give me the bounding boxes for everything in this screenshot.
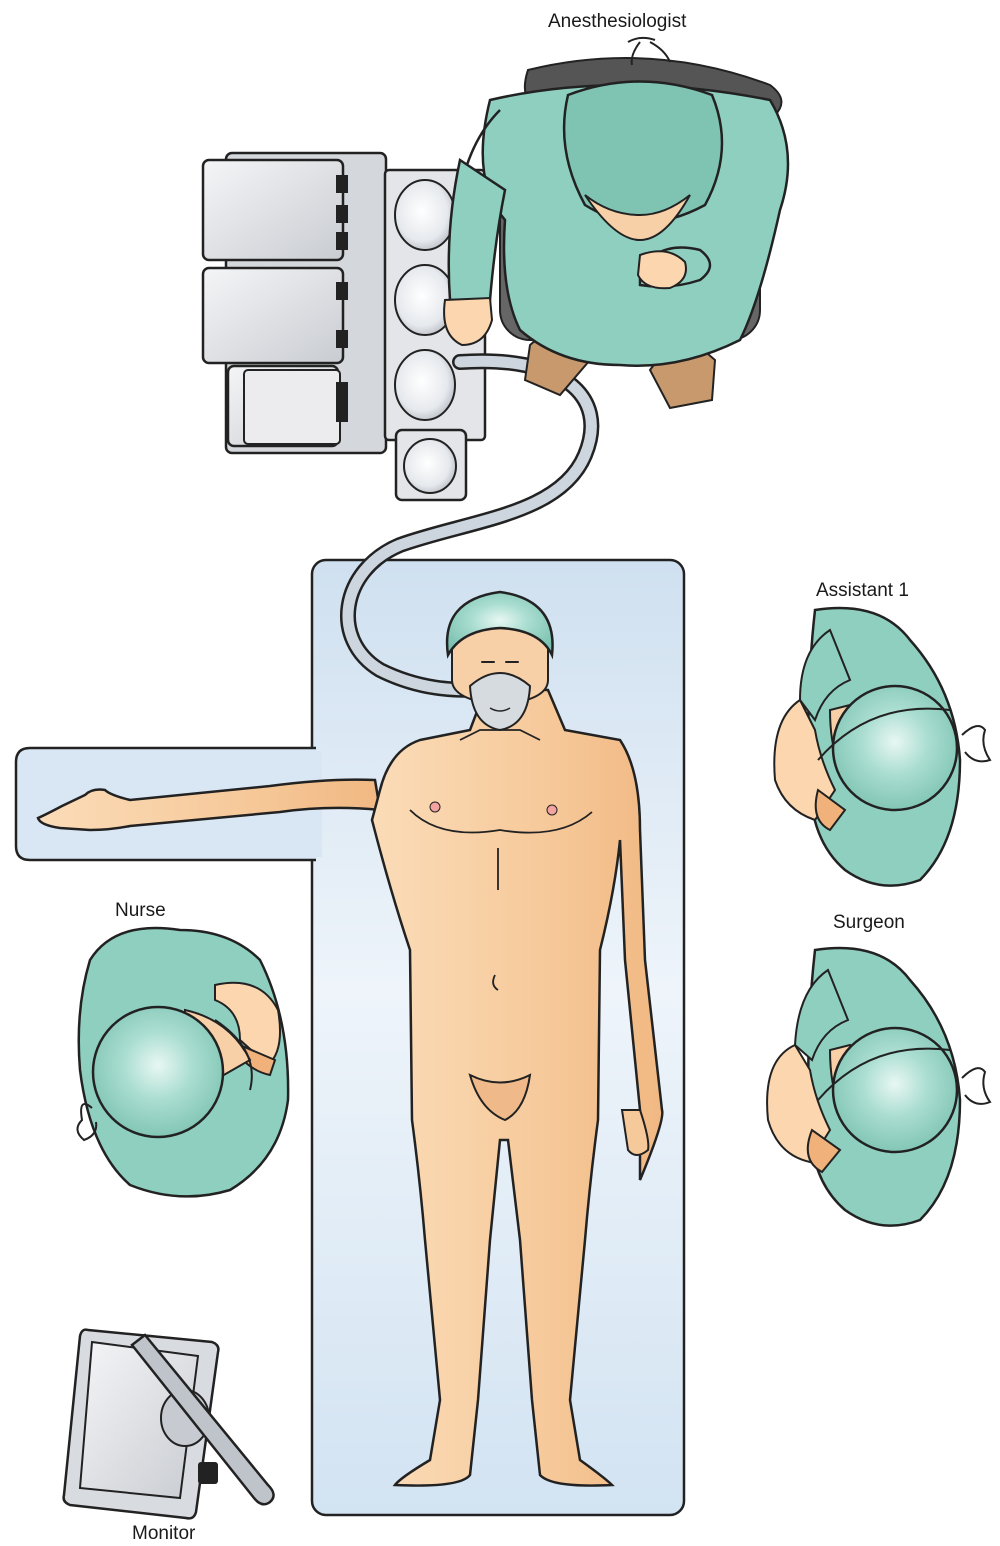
assistant-figure [774, 608, 990, 886]
surgeon-figure [767, 948, 990, 1226]
anesthesiologist-label: Anesthesiologist [548, 12, 686, 31]
nurse-figure [77, 928, 288, 1196]
monitor-label: Monitor [132, 1524, 195, 1543]
surgeon-label: Surgeon [833, 913, 905, 932]
nurse-label: Nurse [115, 901, 166, 920]
assistant-label: Assistant 1 [816, 581, 909, 600]
anesthesia-machine [203, 153, 485, 500]
anesthesiologist-figure [444, 38, 788, 408]
monitor-figure [64, 1330, 274, 1519]
